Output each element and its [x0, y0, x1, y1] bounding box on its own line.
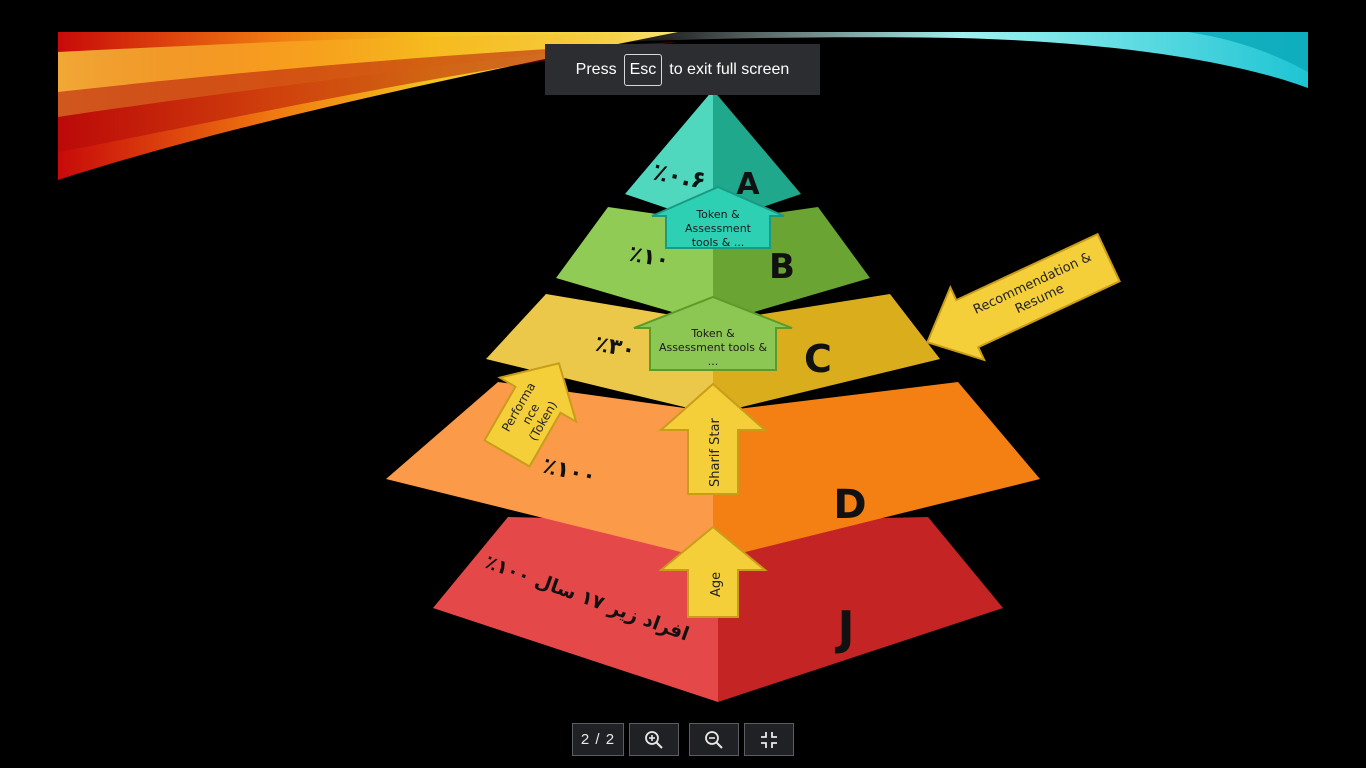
fullscreen-exit-banner: Press Esc to exit full screen: [545, 44, 820, 95]
presentation-slide: A B C D J ٪۰.۶ ٪۱۰ ٪۳۰ ٪۱۰۰ ٪۱۰۰ افراد ز…: [58, 32, 1308, 702]
zoom-in-button[interactable]: [629, 723, 679, 756]
viewer-toolbar: 2 / 2: [0, 720, 1366, 760]
arrow-token-mid-line1: Token &: [690, 327, 735, 340]
arrow-token-top-line2: Assessment: [685, 222, 752, 235]
banner-press-text: Press: [575, 60, 617, 78]
exit-fullscreen-button[interactable]: [744, 723, 794, 756]
arrow-sharif-label: Sharif Star: [708, 418, 723, 487]
exit-fullscreen-icon: [761, 731, 777, 748]
tier-d: [386, 382, 1040, 560]
arrow-token-mid-line3: ...: [708, 355, 719, 368]
arrow-token-top-line1: Token &: [695, 208, 740, 221]
zoom-out-button[interactable]: [689, 723, 739, 756]
arrow-age: Age: [658, 525, 768, 618]
esc-key-badge: Esc: [623, 53, 663, 86]
tier-letter-d: D: [833, 482, 866, 528]
banner-rest-text: to exit full screen: [669, 60, 790, 78]
tier-a: [625, 90, 801, 224]
zoom-out-icon: [705, 730, 723, 749]
arrow-age-label: Age: [709, 572, 724, 597]
decorative-swoosh: [58, 32, 1308, 180]
arrow-token-top: Token & Assessment tools & ...: [651, 185, 785, 249]
tier-letter-c: C: [804, 337, 832, 381]
zoom-in-icon: [645, 730, 663, 749]
tier-letter-b: B: [769, 247, 795, 287]
arrow-sharif-star: Sharif Star: [658, 382, 768, 495]
arrow-token-mid: Token & Assessment tools & ...: [633, 295, 793, 371]
arrow-recommendation: Recommendation & Resume: [926, 232, 1121, 362]
pyramid-diagram: A B C D J ٪۰.۶ ٪۱۰ ٪۳۰ ٪۱۰۰ ٪۱۰۰ افراد ز…: [58, 32, 1308, 702]
page-counter: 2 / 2: [572, 723, 624, 756]
arrow-token-top-line3: tools & ...: [692, 236, 745, 249]
tier-letter-j: J: [834, 601, 854, 655]
tier-j: [433, 517, 1003, 702]
arrow-token-mid-line2: Assessment tools &: [659, 341, 768, 354]
